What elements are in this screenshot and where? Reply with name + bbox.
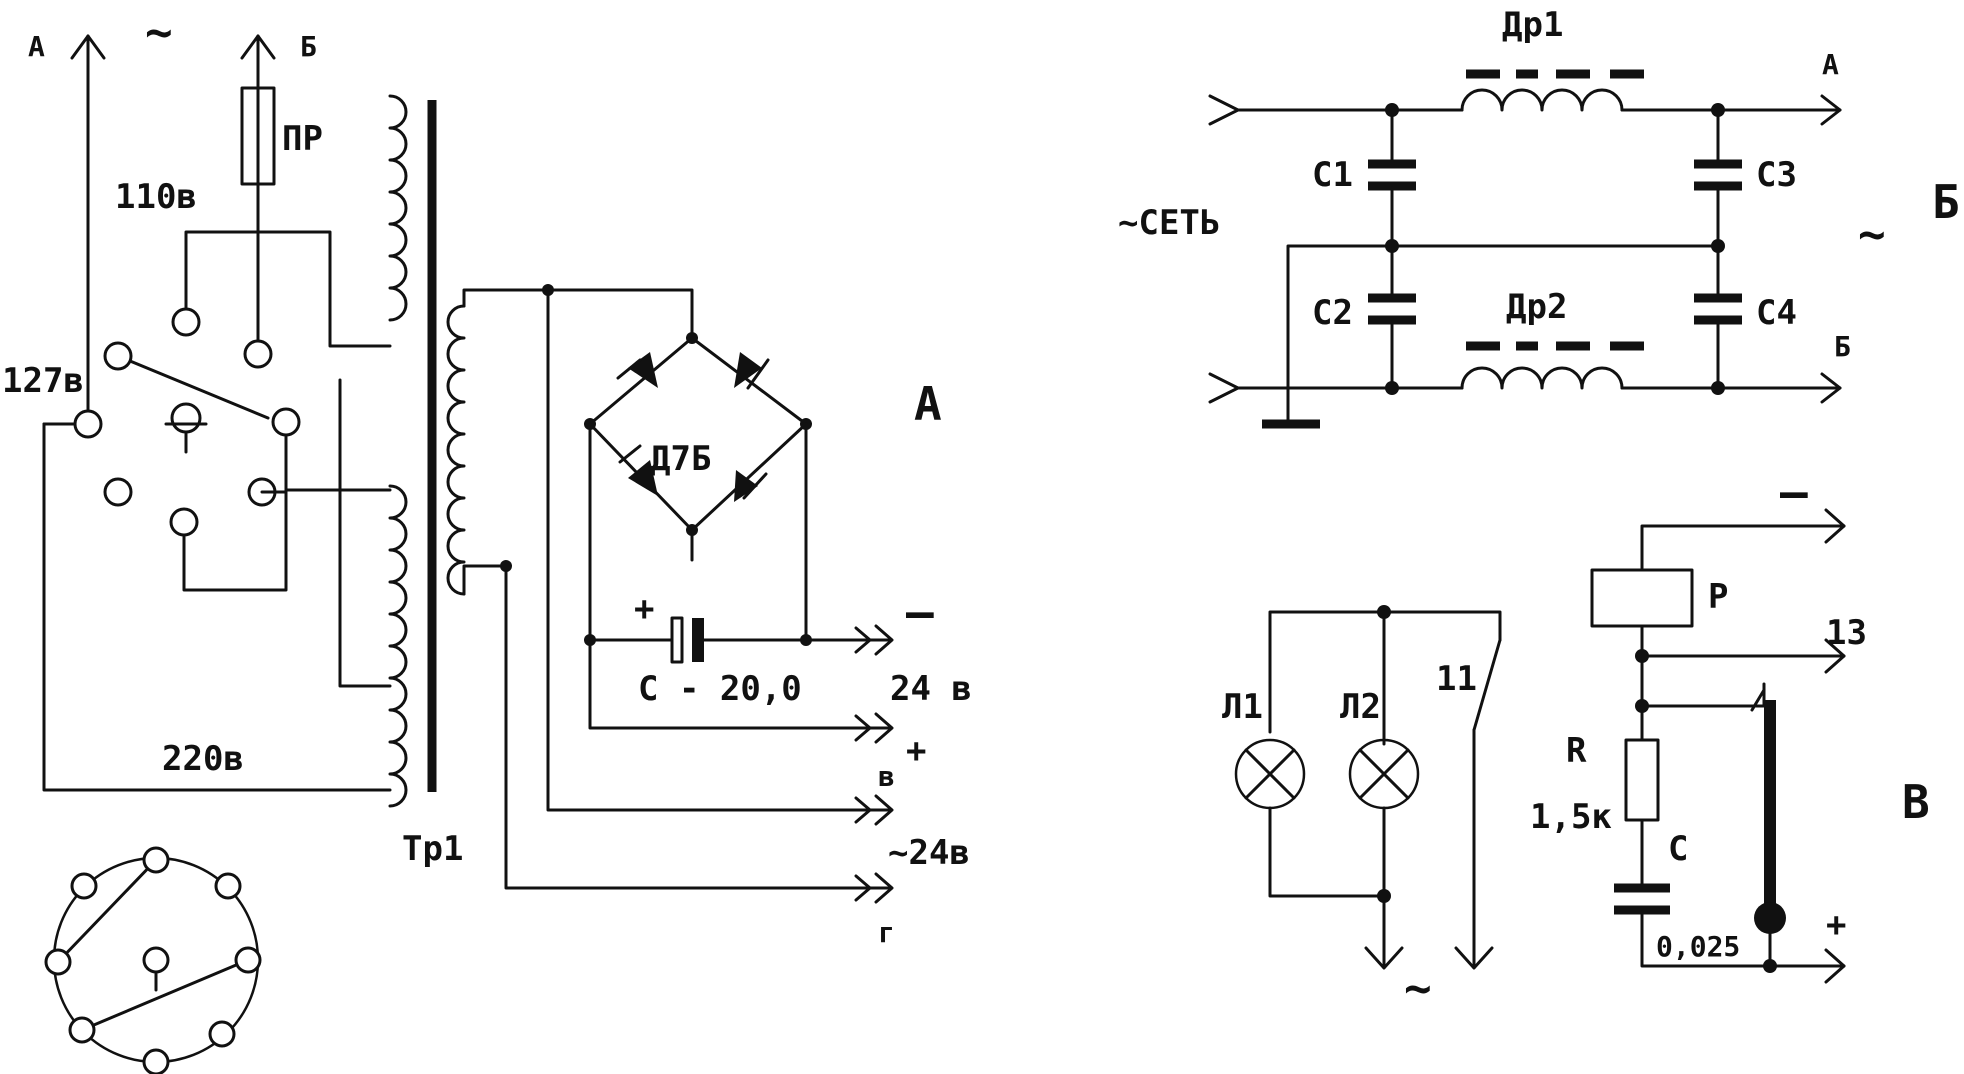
relay-label: Р	[1708, 577, 1728, 617]
selector-terminal	[243, 339, 273, 369]
tap-127-label: 127в	[2, 361, 84, 401]
output-g-label: г	[878, 916, 895, 949]
panel-a-label: А	[914, 377, 942, 431]
out-a-label: А	[1822, 48, 1839, 81]
switch-11-label: 11	[1436, 659, 1477, 699]
selector-terminal	[171, 307, 201, 337]
selector-terminal	[73, 409, 103, 439]
lamp-l1	[1234, 738, 1306, 810]
panel-b-mains-filter: ~СЕТЬ Др1 Др2	[1118, 5, 1960, 429]
capacitor-label: С - 20,0	[638, 669, 802, 709]
panel-b-label: Б	[1932, 175, 1960, 229]
primary-winding	[388, 94, 408, 808]
bridge-label: Д7Б	[650, 439, 711, 479]
selector-terminal	[169, 507, 199, 537]
thermometer-contact	[1750, 688, 1786, 973]
c2-label: С2	[1312, 293, 1353, 333]
selector-terminal	[103, 341, 133, 371]
c3-label: С3	[1756, 155, 1797, 195]
output-24v-dc-label: 24 в	[890, 669, 972, 709]
relay-minus-label: –	[1780, 465, 1808, 519]
capacitors-right	[1390, 103, 1742, 395]
choke-dr1-label: Др1	[1502, 5, 1563, 45]
rotary-key-icon	[142, 946, 170, 974]
capacitors-left	[1368, 103, 1416, 395]
choke-dr1	[1390, 69, 1720, 112]
capacitor-plus: +	[634, 589, 654, 629]
lamp-l1-label: Л1	[1222, 687, 1263, 727]
tap-220-label: 220в	[162, 739, 244, 779]
mains-label: ~СЕТЬ	[1118, 203, 1220, 243]
relay-coil	[1590, 568, 1694, 628]
output-plus-label: +	[906, 731, 926, 771]
plus-label: +	[1826, 905, 1846, 945]
choke-dr2-label: Др2	[1506, 287, 1567, 327]
panel-a-transformer-supply: А Б ~ ПР 110в 127в	[2, 5, 972, 1074]
voltage-selector	[73, 230, 392, 592]
input-terminal-b	[240, 34, 276, 88]
selector-terminal	[103, 477, 133, 507]
tap-110-label: 110в	[115, 177, 197, 217]
terminal-b-label: Б	[300, 30, 317, 63]
input-terminal-a	[70, 34, 106, 422]
c4-label: С4	[1756, 293, 1797, 333]
resistor-r	[1624, 738, 1660, 822]
transformer-label: Тр1	[402, 829, 463, 869]
rotary-switch-diagram	[44, 846, 262, 1074]
resistor-label: R	[1566, 731, 1587, 771]
choke-dr2	[1390, 341, 1720, 390]
terminal-a-label: А	[28, 30, 45, 63]
capacitor-c-label: С	[1668, 829, 1688, 869]
selector-key-icon	[170, 402, 202, 434]
c1-label: С1	[1312, 155, 1353, 195]
ac-symbol: ~	[145, 5, 173, 59]
selector-terminal	[271, 407, 301, 437]
capacitor-value-label: 0,025	[1656, 930, 1740, 963]
panel-v-ac-symbol: ~	[1404, 961, 1432, 1015]
diode-bridge	[584, 332, 812, 536]
out-b-label: Б	[1834, 330, 1851, 363]
output-minus-label: –	[906, 585, 934, 639]
panel-v-label: В	[1902, 775, 1930, 829]
lamp-l2-label: Л2	[1340, 687, 1381, 727]
panel-v-lamps-relay: Л1 Л2 11 ~ – Р 13 R 1,5к С 0,025	[1222, 465, 1930, 1015]
out-13-label: 13	[1826, 613, 1867, 653]
resistor-value-label: 1,5к	[1530, 797, 1612, 837]
filter-capacitor	[588, 616, 808, 664]
fuse-label: ПР	[282, 119, 323, 159]
panel-b-ac-symbol: ~	[1858, 207, 1886, 261]
output-v-label: в	[878, 760, 895, 793]
output-24v-ac-label: ~24в	[888, 833, 970, 873]
lamp-l2	[1348, 738, 1420, 810]
secondary-winding	[446, 288, 694, 596]
